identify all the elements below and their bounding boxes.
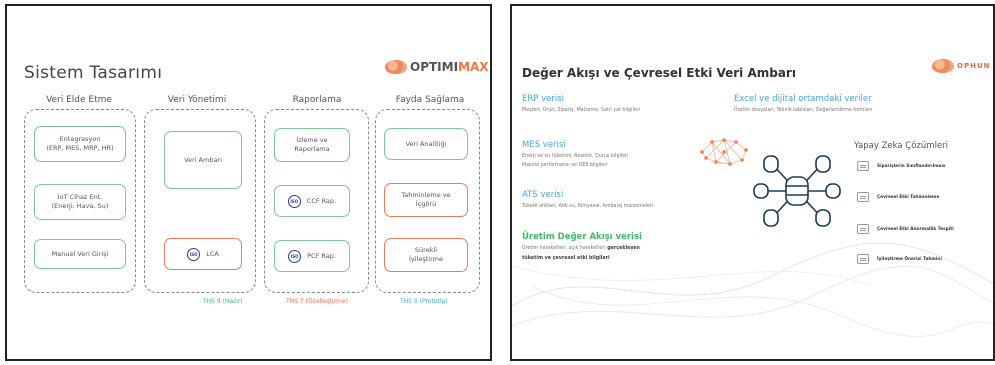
lca-box: ISO LCA [164, 238, 242, 270]
left-slide-title: Sistem Tasarımı [24, 63, 163, 83]
ccf-report-box: ISO CCF Rap. [274, 185, 350, 217]
erp-data-text: Meşteri, Ürün, Sipariş, Malzeme, Satıl y… [522, 108, 641, 113]
iso-icon: ISO [187, 247, 201, 261]
column-benefits [375, 109, 480, 293]
excel-data-text: Üretim dosyaları, Teknik tabloları, Değe… [734, 108, 873, 113]
brain-network-icon [700, 138, 748, 166]
value-stream-data-text-1: Üretim hareketleri, açık hareketleri ger… [522, 246, 640, 251]
ai-item-impact-forecast: Çevresel Etki Tahminleme [857, 192, 939, 202]
iso-icon: ISO [288, 249, 302, 263]
data-analytics-box: Veri Analitiği [384, 128, 468, 160]
mes-data-text-2: Makine performansı ve OEE bilgileri [522, 163, 608, 168]
iso-icon: ISO [287, 194, 301, 208]
ai-item-improvement-suggestion: İyileştirme Önerisi Tahmini [857, 254, 942, 264]
integration-box: Entegrasyon (ERP, MES, MRP, HR) [34, 126, 126, 162]
column-data-acquisition [24, 109, 136, 293]
forecast-insight-box: Tahminleme ve İçgörü [384, 183, 468, 217]
column-header-data-acquisition: Veri Elde Etme [46, 95, 112, 105]
ats-data-text: Tüketil atıkları, Atık su, Kimyasal, Amb… [522, 204, 654, 209]
brain-icon [932, 59, 954, 73]
data-warehouse-box: Veri Ambarı [164, 131, 242, 189]
iot-box: IoT Cihaz Ent. (Enerji, Hava, Su) [34, 184, 126, 220]
ai-solutions-title: Yapay Zeka Çözümleri [854, 141, 949, 151]
right-slide-title: Değer Akışı ve Çevresel Etki Veri Ambarı [522, 66, 796, 80]
column-header-benefits: Fayda Sağlama [395, 95, 465, 105]
mes-data-text-1: Enerji ve su tüketimi, Rework, Duruş bil… [522, 154, 629, 159]
monitoring-box: İzleme ve Raporlama [274, 128, 350, 162]
ai-item-anomaly-detection: Çevresel Etki Anormallik Tespiti [857, 224, 954, 234]
ai-item-order-classification: Siparişlerin Sınıflandırılması [857, 161, 946, 171]
legend-trl5: THS 5 (Prototip) [400, 298, 448, 305]
flow-lines-background [512, 242, 993, 337]
manual-entry-box: Manuel Veri Girişi [34, 239, 126, 269]
ophun-logo: OPHUN [932, 59, 990, 73]
pcf-report-box: ISO PCF Rap. [274, 240, 350, 272]
mes-data-title: MES verisi [522, 140, 566, 150]
value-stream-data-text-2: tüketim ve çevresel etki bilgileri [522, 256, 610, 261]
continuous-improvement-box: Sürekli İyileştirme [384, 238, 468, 272]
column-data-management [144, 109, 256, 293]
value-stream-data-title: Üretim Değer Akışı verisi [522, 232, 642, 242]
ai-chip-icon [857, 192, 869, 202]
column-header-reporting: Raporlama [292, 95, 342, 105]
legend-trl7: THS 7 (Özelleştirme) [286, 298, 348, 305]
column-reporting [264, 109, 369, 293]
excel-data-title: Excel ve dijital ortamdaki veriler [734, 94, 872, 104]
ai-chip-icon [857, 161, 869, 171]
legend-trl9: THS 9 (Hazır) [203, 298, 243, 305]
ai-chip-icon [857, 254, 869, 264]
column-header-data-management: Veri Yönetimi [167, 95, 227, 105]
right-slide-panel: Değer Akışı ve Çevresel Etki Veri Ambarı… [510, 4, 995, 361]
ai-chip-icon [857, 224, 869, 234]
ats-data-title: ATS verisi [522, 190, 564, 200]
erp-data-title: ERP verisi [522, 94, 565, 104]
database-network-icon [753, 155, 841, 227]
brain-icon [385, 60, 407, 74]
